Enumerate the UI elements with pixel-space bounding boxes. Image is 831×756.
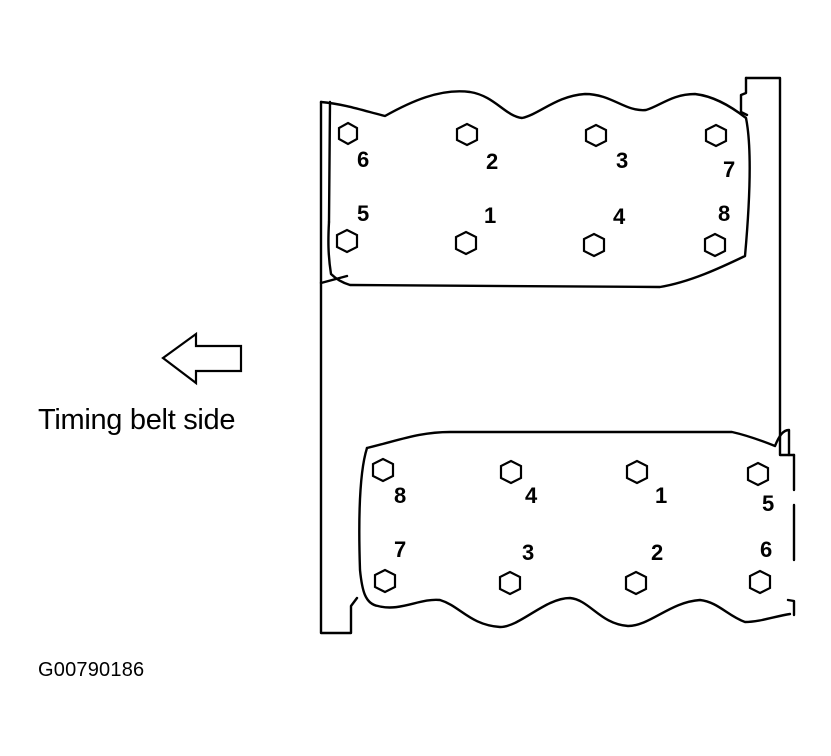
lower-cylinder-head-outline	[358, 428, 792, 629]
bolt-hex-icon	[582, 232, 606, 258]
bolt-hex-icon	[584, 123, 608, 148]
bolt-number: 4	[613, 204, 626, 229]
bolt-number: 6	[760, 537, 772, 562]
bolt-hex-icon	[454, 230, 478, 256]
bolt-number: 1	[484, 203, 496, 228]
bolt-number: 1	[655, 483, 667, 508]
bolt-hex-icon	[335, 228, 359, 254]
figure-id: G00790186	[38, 659, 145, 681]
bolt-hex-icon	[498, 570, 522, 596]
bolt-hex-icon	[703, 232, 727, 258]
bolt-hex-icon	[371, 457, 395, 483]
bolt-number: 8	[718, 201, 730, 226]
bolt-hex-icon	[748, 569, 772, 595]
bolt-hex-icon	[337, 121, 359, 146]
bolt-number: 2	[651, 540, 663, 565]
bolt-number: 2	[486, 149, 498, 174]
upper-head-bolts: 6 2 3 7 5 1 4 8	[335, 121, 735, 258]
bolt-hex-icon	[455, 122, 479, 147]
bolt-hex-icon	[746, 461, 770, 487]
engine-block-outline	[319, 76, 796, 635]
bolt-number: 3	[522, 540, 534, 565]
lower-head-bolts: 8 4 1 5 7 3 2 6	[371, 457, 774, 596]
bolt-number: 7	[394, 537, 406, 562]
bolt-number: 3	[616, 148, 628, 173]
bolt-hex-icon	[625, 459, 649, 485]
bolt-number: 6	[357, 147, 369, 172]
bolt-hex-icon	[704, 123, 728, 148]
bolt-number: 5	[357, 201, 369, 226]
upper-cylinder-head-outline	[319, 90, 751, 289]
bolt-number: 7	[723, 157, 735, 182]
arrow-left-icon	[161, 331, 243, 386]
bolt-number: 5	[762, 491, 774, 516]
bolt-hex-icon	[373, 568, 397, 594]
bolt-hex-icon	[499, 459, 523, 485]
bolt-number: 8	[394, 483, 406, 508]
bolt-hex-icon	[624, 570, 648, 596]
direction-label: Timing belt side	[38, 404, 236, 436]
bolt-number: 4	[525, 483, 538, 508]
